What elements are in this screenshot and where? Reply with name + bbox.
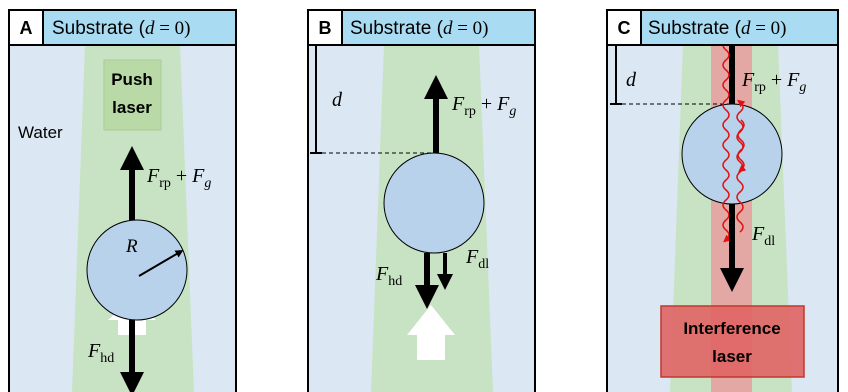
substrate-label: Substrate (d = 0) — [648, 18, 786, 39]
sphere — [384, 153, 484, 253]
panel-letter: C — [618, 18, 631, 38]
substrate-label: Substrate (d = 0) — [52, 18, 190, 39]
water-label: Water — [18, 123, 63, 142]
panel-letter: A — [20, 18, 33, 38]
push-laser-label-line1: Push — [111, 70, 153, 89]
interference-laser-label-box — [661, 306, 804, 377]
interference-laser-label-line2: laser — [712, 347, 752, 366]
panel-letter: B — [319, 18, 332, 38]
distance-label: d — [332, 89, 343, 111]
substrate-label: Substrate (d = 0) — [350, 18, 488, 39]
sphere — [682, 104, 782, 204]
sphere — [87, 220, 187, 320]
radius-label: R — [125, 236, 138, 257]
push-laser-label-line2: laser — [112, 98, 152, 117]
panel-b: d Frp + Fg Fhd Fdl B Substrate (d = 0) — [308, 10, 535, 392]
distance-label: d — [626, 69, 637, 91]
panel-a: Push laser Water Frp + Fg R Fhd A Substr… — [9, 10, 236, 392]
interference-laser-label-line1: Interference — [683, 319, 780, 338]
panel-c: d Frp + Fg Fdl Interference laser C Subs… — [607, 10, 838, 392]
